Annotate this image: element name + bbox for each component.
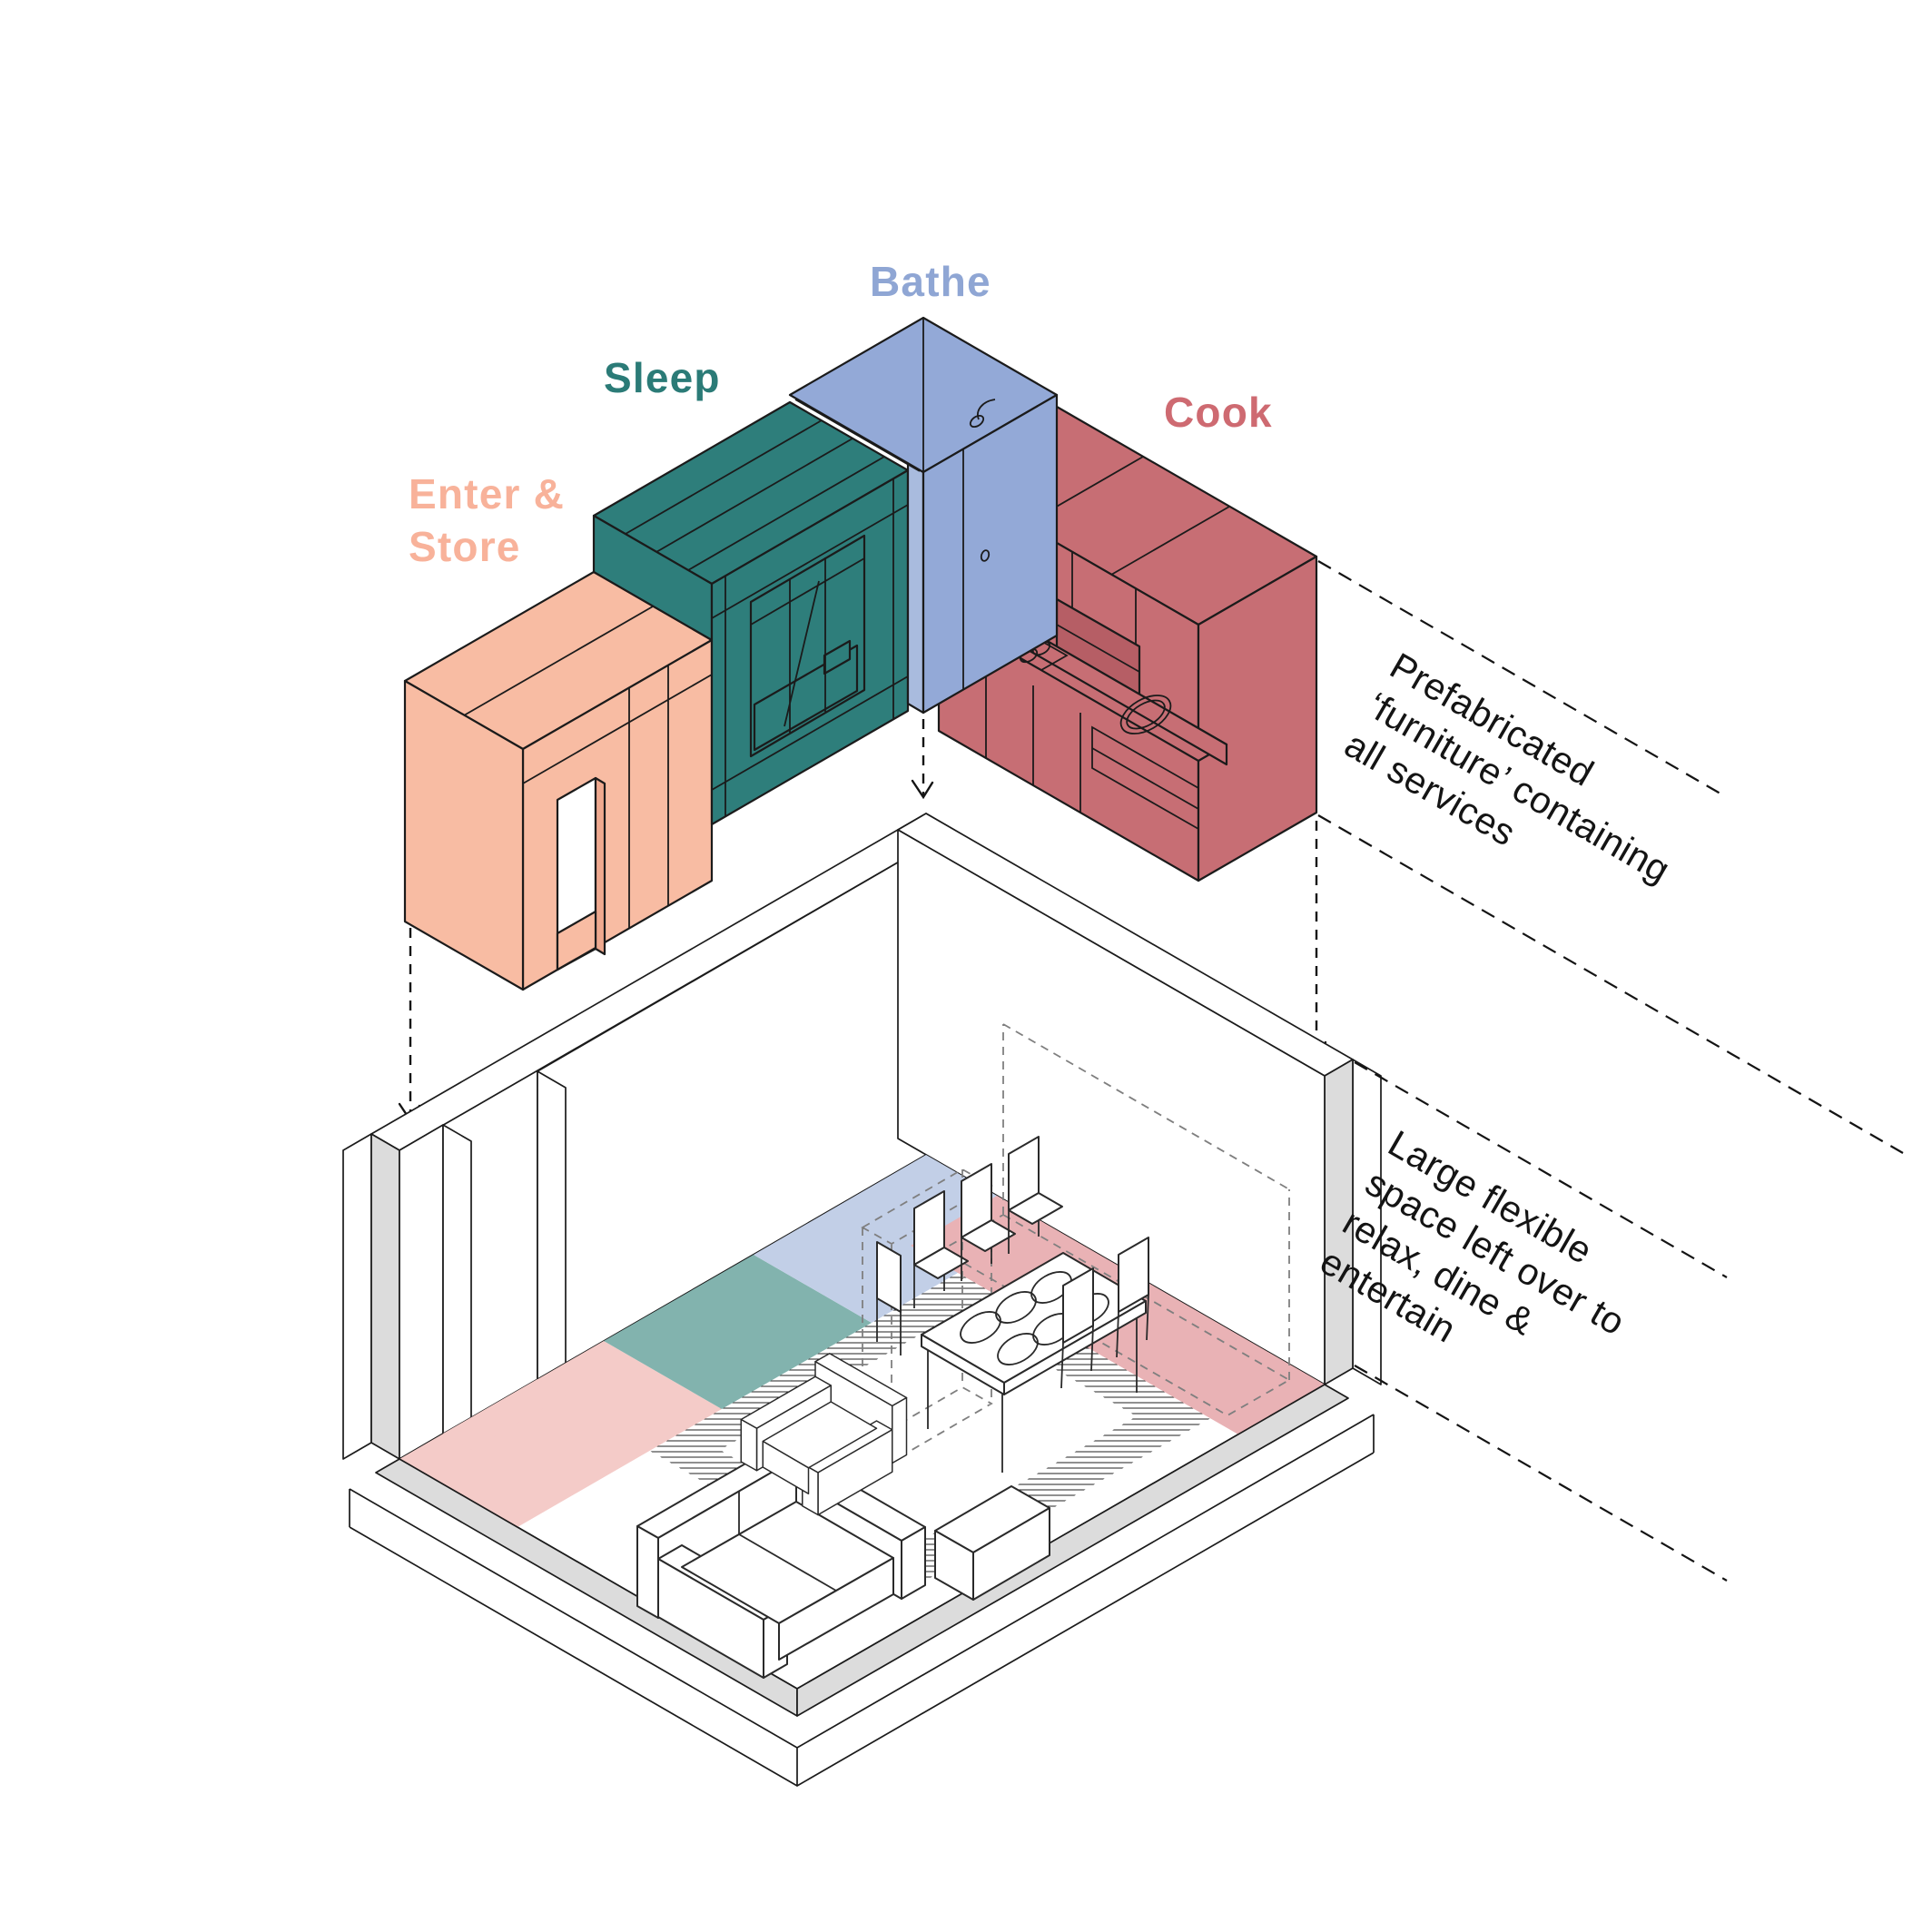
door-handle-icon (980, 549, 991, 562)
cook-label: Cook (1164, 389, 1273, 436)
door-jamb (442, 1124, 472, 1451)
prefab-furniture-assembly (403, 316, 1318, 991)
annotation-flexible: Large flexible space left over to relax,… (1314, 1122, 1665, 1427)
arrowhead (911, 779, 934, 800)
leader-flexible-top (1354, 1061, 1728, 1278)
enter-store-label-line2: Store (409, 523, 521, 570)
sink-icon (1119, 695, 1172, 734)
leader-flexible-bottom (1354, 1365, 1728, 1582)
leader-prefab-bottom (1317, 814, 1904, 1154)
dining-table (921, 1252, 1147, 1473)
floor-through-door (443, 1379, 566, 1450)
sleep-unit (592, 400, 910, 826)
floor-zone-sleep (604, 1255, 872, 1409)
bathe-label: Bathe (870, 258, 991, 305)
left-wall-cut-face (370, 1133, 400, 1460)
dining-chairs-back (876, 1136, 1063, 1355)
entry-threshold-step (556, 910, 597, 971)
annotation-prefab: Prefabricated ‘furniture’ containing all… (1338, 645, 1710, 936)
bed-alcove (749, 534, 866, 758)
bed-pillow (823, 639, 852, 675)
curtain-lines (784, 557, 826, 733)
furniture (636, 1023, 1291, 1679)
dining-chairs-front (1060, 1237, 1149, 1389)
floor-slab-edge (349, 1414, 1375, 1787)
under-counter-shelf (1091, 725, 1199, 831)
zone-labels: Enter & Store Sleep Bathe Cook (409, 258, 1273, 570)
door-jamb (537, 1070, 567, 1397)
annotation-leaders (1317, 560, 1904, 1582)
floor-zone-enter (399, 1341, 722, 1527)
bed-mattress (753, 644, 859, 752)
front-plinth-right (796, 1384, 1349, 1717)
enter-store-label: Enter & (409, 470, 565, 518)
leader-prefab-top (1317, 560, 1726, 797)
sleep-label: Sleep (604, 354, 721, 401)
shower-head-icon (969, 399, 996, 429)
enter-store-unit (403, 570, 714, 991)
bathroom-door (922, 393, 1059, 715)
bathe-unit (788, 316, 1059, 715)
sideboard (934, 1485, 1050, 1601)
armchair (740, 1353, 908, 1516)
